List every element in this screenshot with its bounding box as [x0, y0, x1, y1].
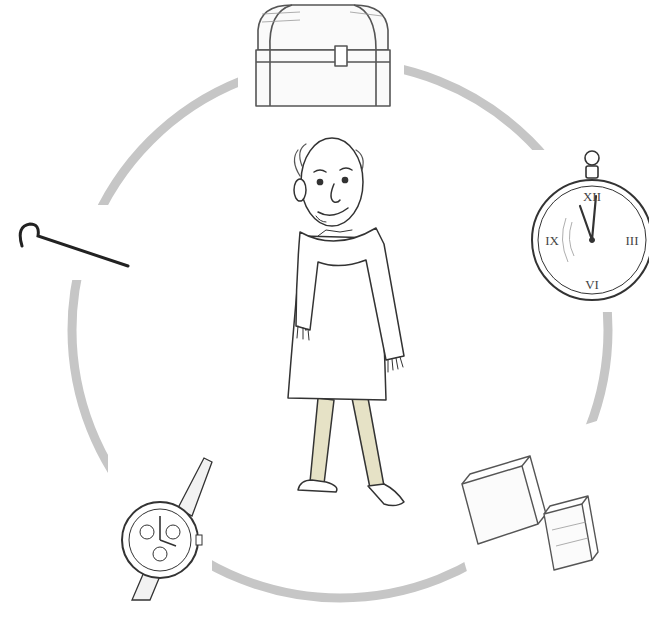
chest-lock: [335, 46, 347, 66]
chest-lid: [258, 5, 388, 50]
wristwatch-case: [122, 502, 198, 578]
head: [301, 138, 363, 226]
shoe-right: [368, 484, 404, 506]
watch-pivot: [590, 238, 595, 243]
hair: [294, 144, 363, 176]
clock-numeral: III: [626, 234, 639, 247]
nose: [331, 184, 340, 202]
watch-motion-lines: [562, 218, 574, 262]
chest-backdrop: [238, 0, 404, 116]
watch-dial: [538, 186, 646, 294]
scarf-fringe: [297, 326, 403, 372]
watch-ring: [585, 151, 599, 165]
treasure-chest: [238, 0, 404, 116]
book-large: [462, 466, 538, 544]
ring: [72, 62, 608, 598]
leg-left: [310, 398, 334, 484]
mouth: [318, 208, 348, 215]
eyebrows: [314, 168, 352, 172]
wristwatch-dial: [129, 509, 191, 571]
books: [438, 420, 640, 610]
neck: [318, 230, 352, 236]
watch-hands: [580, 196, 596, 240]
eye: [317, 179, 322, 184]
clock-numeral: XII: [583, 190, 601, 203]
book-large-spine: [462, 456, 546, 524]
ear: [294, 179, 306, 201]
book-small: [544, 504, 592, 570]
chest-body: [256, 50, 390, 106]
leg-right: [352, 398, 384, 488]
wristwatch-subdial: [153, 547, 167, 561]
book-small-lines: [552, 522, 588, 546]
watch-crown: [586, 166, 598, 178]
cane: [8, 205, 138, 280]
book-small-spine: [544, 496, 598, 560]
shoe-left: [298, 480, 337, 492]
scarf: [296, 228, 404, 360]
watch-case: [532, 180, 649, 300]
pocket-watch: [522, 150, 649, 312]
chest-hatching: [262, 12, 382, 22]
cane-stick: [20, 224, 128, 266]
clock-numeral: IX: [545, 234, 559, 247]
wristwatch-subdial: [166, 525, 180, 539]
watch-strap-upper: [178, 458, 212, 516]
chest-body-bands: [256, 50, 390, 106]
wristwatch-hands: [160, 516, 176, 546]
wristwatch-subdial: [140, 525, 154, 539]
wristwatch: [108, 446, 212, 600]
wristwatch-crown: [196, 535, 202, 545]
books-backdrop: [438, 420, 640, 610]
old-man: [288, 138, 404, 506]
cane-backdrop: [8, 205, 138, 280]
clock-numeral: VI: [585, 278, 599, 291]
wristwatch-backdrop: [108, 446, 212, 596]
chest-lid-bands: [270, 5, 376, 50]
eye: [342, 177, 347, 182]
chin-line: [316, 216, 326, 222]
